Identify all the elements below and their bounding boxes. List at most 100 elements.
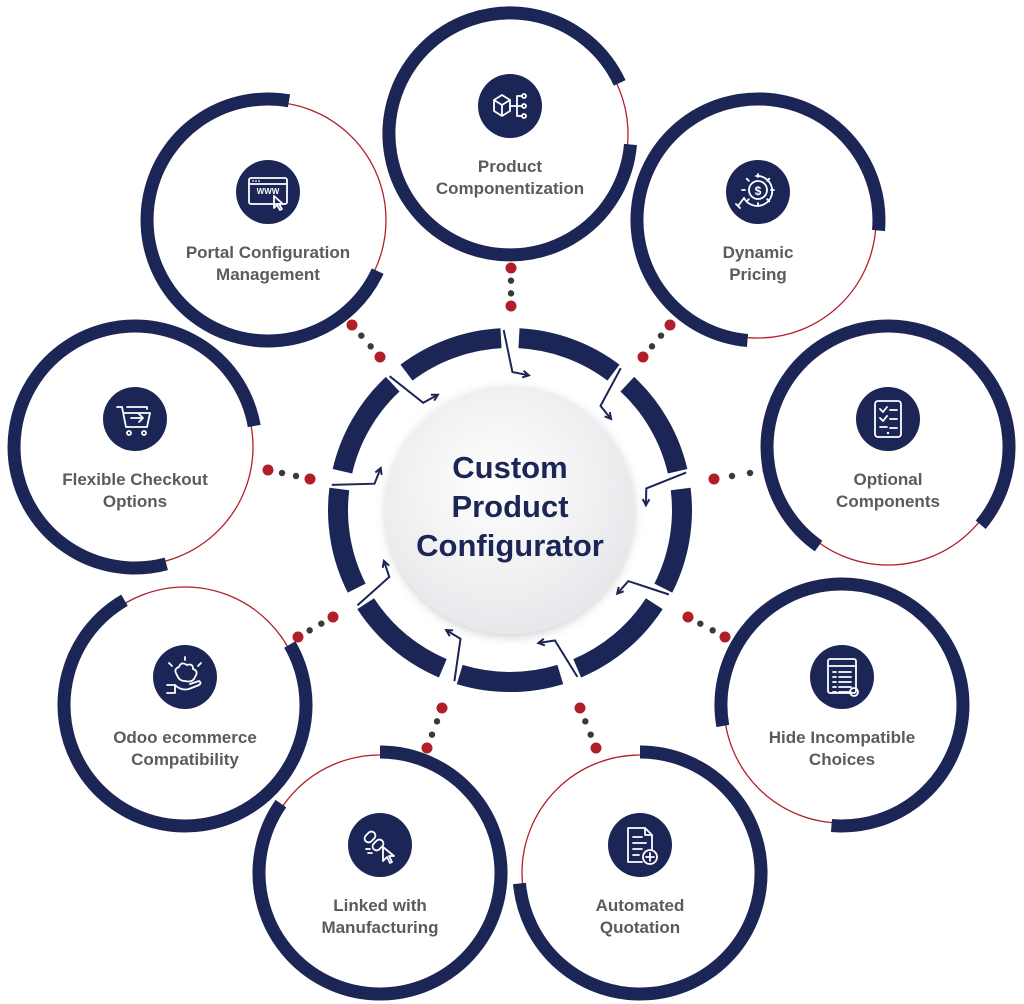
hub-arrow-head [444,629,454,637]
hub-arrow [356,560,391,607]
hub-ring-segment [357,598,447,678]
connector-end-dot [505,300,517,312]
feature-icon-badge [236,160,300,224]
feature-label-line: Optional [854,470,923,489]
hub-arrow-head [430,393,440,402]
connector-dot [657,332,665,339]
hub-arrow [644,471,687,506]
feature-icon-badge [856,387,920,451]
connector-dot [746,469,754,477]
connector-2 [637,319,676,363]
hub-ring-segment [332,376,400,474]
feature-icon-badge [608,813,672,877]
hub-ring-segment [654,487,692,593]
connector-dot [318,620,325,627]
connector-end-dot [505,262,517,274]
feature-arc [630,92,886,347]
connector-end-dot [374,351,386,363]
feature-label-line: Compatibility [131,750,239,769]
feature-arc [140,92,384,348]
connector-dot [728,472,736,480]
hub-arrow-head [615,586,625,596]
feature-arc [513,745,768,1001]
connector-end-dot [637,351,649,363]
connector-4 [682,611,731,643]
hand-puzzle-icon [166,656,202,694]
feature-label-line: Portal Configuration [186,243,350,262]
feature-label-line: Flexible Checkout [62,470,208,489]
hub-ring-segment [573,598,663,678]
center-title-line: Product [451,489,568,524]
connector-dot [587,731,594,738]
svg-text:$: $ [755,184,762,198]
hub-ring-segment [400,328,502,381]
hub-arrow [502,329,530,377]
connector-end-dot [436,702,448,714]
connector-end-dot [664,319,676,331]
connector-dots [262,262,774,754]
connector-end-dot [421,742,433,754]
connector-dot [697,620,704,627]
feature-arc [7,319,261,575]
hub-arrow [445,629,462,682]
checklist-tablet-icon [874,400,902,438]
connector-7 [292,611,339,643]
feature-label-line: Hide Incompatible [769,728,915,747]
feature-label-line: Components [836,492,940,511]
feature-label-line: Linked with [333,896,427,915]
connector-end-dot [574,702,586,714]
center-title-line: Configurator [416,528,604,563]
dollar-gear-icon: $ [735,173,775,209]
connector-dot [507,277,515,284]
hub-arrow-head [381,558,390,568]
feature-label-line: Manufacturing [321,918,438,937]
feature-label-line: Dynamic [723,243,794,262]
hub-arrow [538,639,579,678]
hub-arrow-head [374,466,383,476]
feature-label-line: Choices [809,750,875,769]
feature-icon-badge [726,160,790,224]
connector-dot [428,731,436,738]
feature-arc [382,6,637,262]
connector-end-dot [708,473,720,485]
document-plus-icon [627,827,658,865]
feature-icon-badge [348,813,412,877]
feature-icon-badge [103,387,167,451]
connector-9 [346,319,386,363]
hub-ring-segment [328,487,366,593]
feature-label-line: Automated [596,896,685,915]
connector-end-dot [719,631,731,643]
link-cursor-icon [363,830,395,864]
hub-arrow [388,375,439,404]
connector-dot [507,290,515,297]
feature-label-line: Pricing [729,265,787,284]
feature-arc [57,594,313,833]
hub-ring-segment [518,328,620,381]
connector-dot [648,343,656,350]
feature-arc [252,745,508,1001]
connector-6 [421,702,448,754]
feature-icon-badge [153,645,217,709]
feature-label-line: Odoo ecommerce [113,728,257,747]
hub-inner-circle [386,386,634,634]
hub-arrow-head [604,411,613,421]
feature-arc [760,319,1016,552]
connector-1 [505,262,517,312]
connector-dot [278,469,286,477]
connector-dot [582,718,589,725]
